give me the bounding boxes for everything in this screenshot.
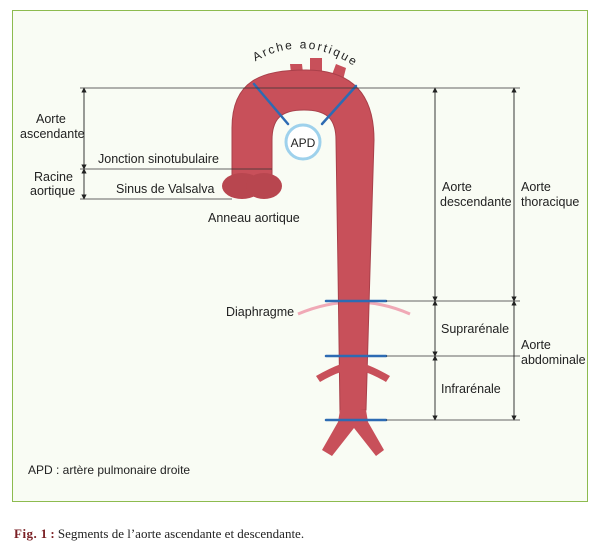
renal-branch-left (316, 364, 341, 382)
label-aorte-thoracique-1: Aorte (521, 180, 551, 194)
iliac-bifurcation (322, 410, 384, 456)
label-sinus: Sinus de Valsalva (116, 182, 214, 196)
dimension-arrows (81, 87, 517, 421)
aorta-diagram: APD Arche aortique Aorte ascendante Raci… (20, 37, 586, 477)
label-diaphragme: Diaphragme (226, 305, 294, 319)
label-aorte-ascendante-2: ascendante (20, 127, 85, 141)
label-aorte-abdominale-2: abdominale (521, 353, 586, 367)
renal-branch-right (365, 364, 390, 382)
caption-text: Segments de l’aorte ascendante et descen… (57, 526, 305, 541)
label-aorte-descendante-2: descendante (440, 195, 512, 209)
legend-apd: APD : artère pulmonaire droite (28, 463, 190, 477)
label-aorte-thoracique-2: thoracique (521, 195, 579, 209)
caption-number: 1 : (40, 526, 55, 541)
aorta-shape (222, 58, 390, 456)
label-racine-1: Racine (34, 170, 73, 184)
label-aorte-descendante-1: Aorte (442, 180, 472, 194)
label-jonction: Jonction sinotubulaire (98, 152, 219, 166)
label-aorte-abdominale-1: Aorte (521, 338, 551, 352)
label-racine-2: aortique (30, 184, 75, 198)
sinus-bulb-right (246, 173, 282, 199)
apd-circle (284, 123, 322, 161)
label-aorte-ascendante-1: Aorte (36, 112, 66, 126)
caption-label: Fig. (14, 526, 38, 541)
arch-marker-left (252, 82, 290, 126)
apd-label: APD (291, 136, 316, 150)
figure-caption: Fig. 1 : Segments de l’aorte ascendante … (14, 526, 304, 542)
reference-lines (80, 87, 520, 421)
segment-markers (252, 82, 388, 422)
label-anneau: Anneau aortique (208, 211, 300, 225)
arch-title: Arche aortique (250, 37, 361, 69)
label-infrarenale: Infrarénale (441, 382, 501, 396)
arch-marker-right (320, 84, 358, 126)
label-suprarenale: Suprarénale (441, 322, 509, 336)
